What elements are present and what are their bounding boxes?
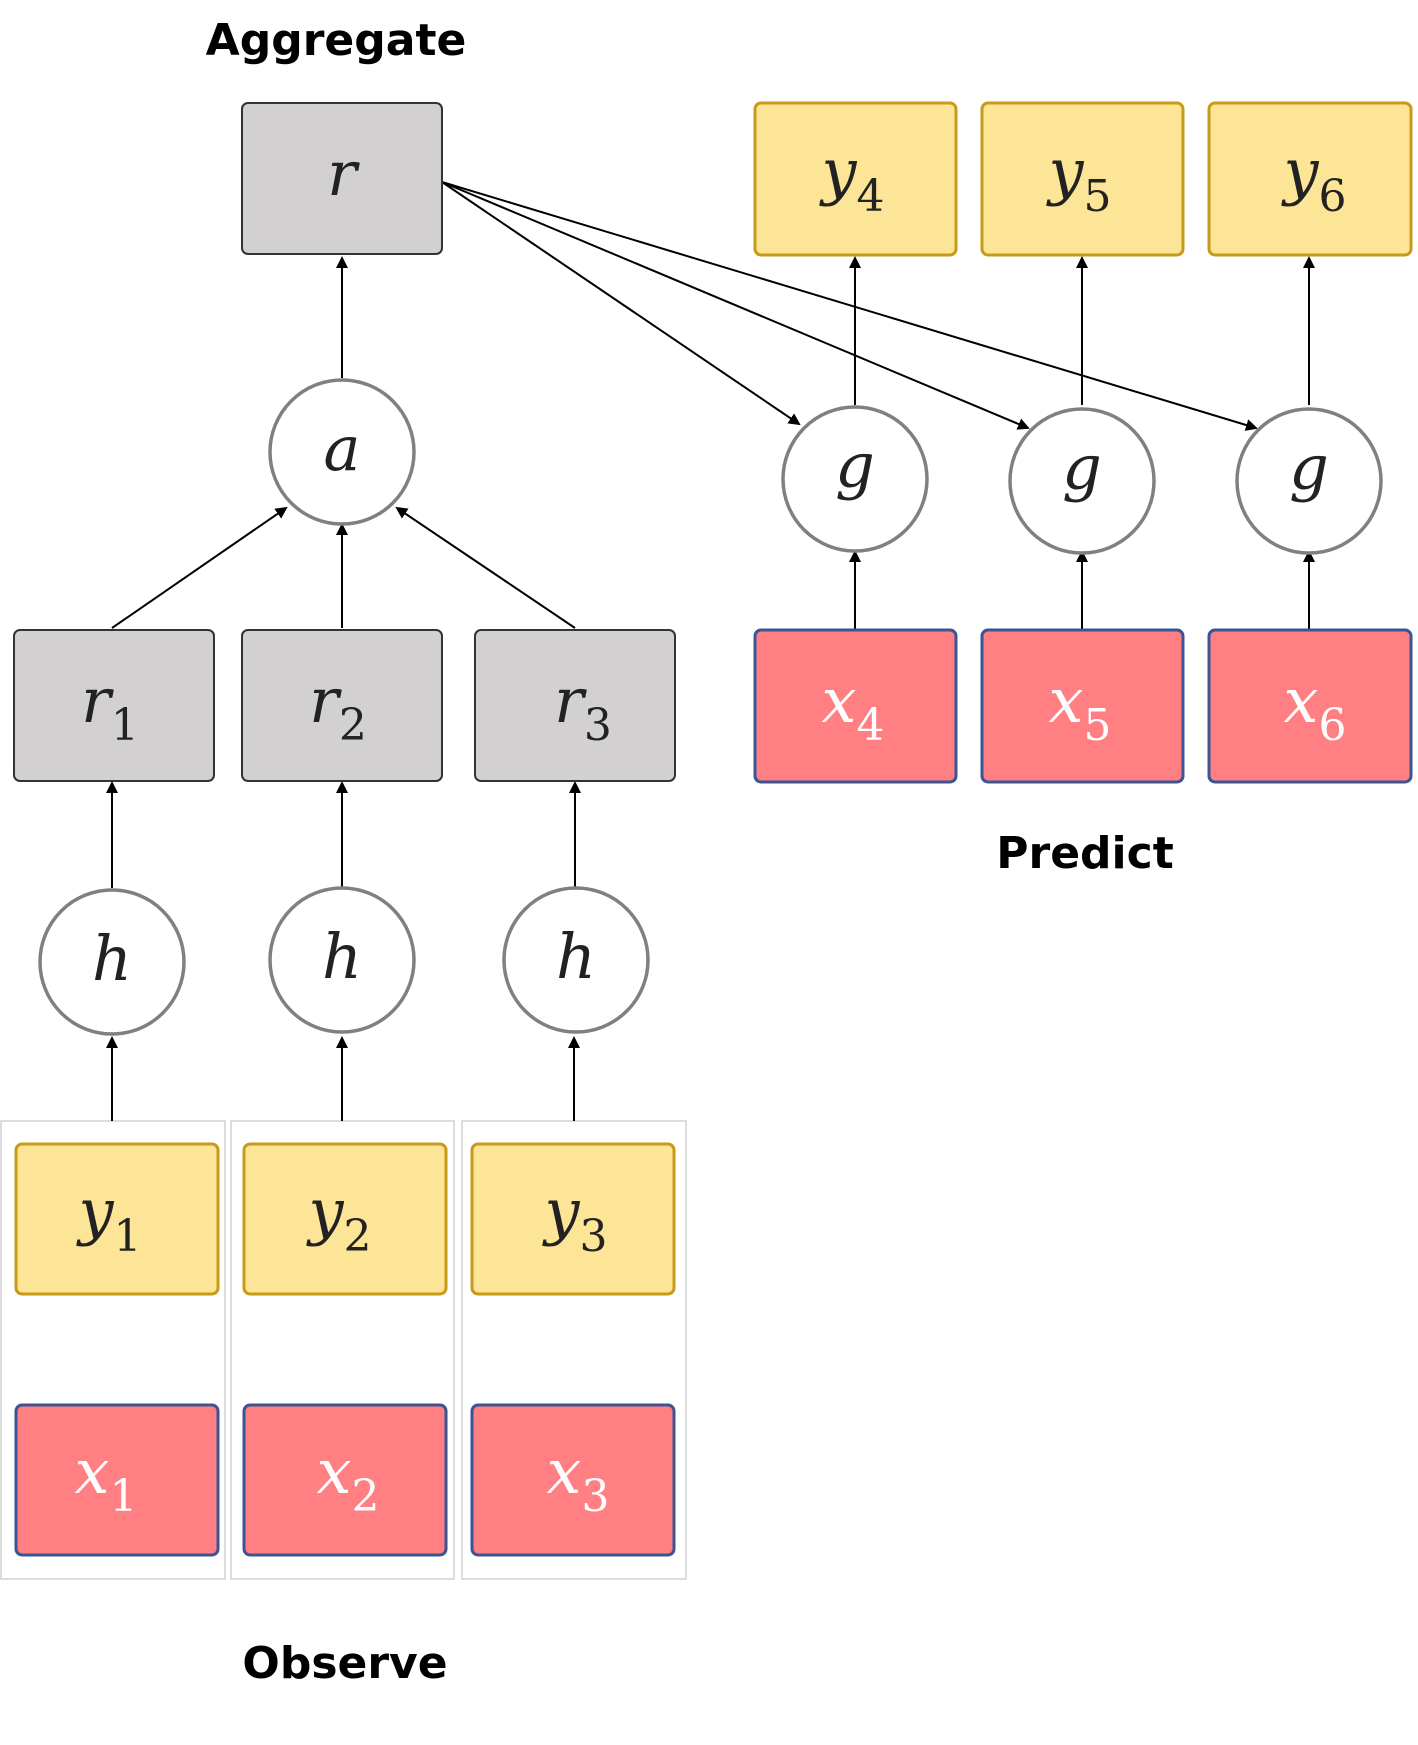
node-y5: y5: [980, 101, 1185, 257]
edges: [106, 181, 1315, 1121]
node-x5-box: [980, 628, 1185, 784]
node-y2-label: y2: [305, 1175, 371, 1262]
node-g4-circle: [781, 405, 929, 553]
node-y6: y6: [1207, 101, 1413, 257]
node-r3: r3: [474, 629, 676, 782]
node-g6-label: g: [1289, 431, 1329, 504]
edge-r-g4: [441, 181, 801, 426]
node-x5: x5: [980, 628, 1185, 784]
node-h2: h: [268, 886, 416, 1034]
node-a-label: a: [324, 412, 361, 485]
node-a: a: [268, 378, 416, 526]
node-h2-circle: [268, 886, 416, 1034]
node-x2-box: [242, 1403, 448, 1557]
node-r-box: [241, 102, 443, 255]
node-y1-label: y1: [75, 1175, 141, 1262]
node-y3-box: [470, 1142, 676, 1296]
node-g6: g: [1235, 407, 1383, 555]
node-y5-box: [980, 101, 1185, 257]
edge-r-g6: [441, 181, 1258, 431]
node-h3-circle: [502, 886, 650, 1034]
node-r2-box: [241, 629, 443, 782]
node-x5-label: x5: [1049, 664, 1112, 751]
node-y3-label: y3: [541, 1175, 607, 1262]
node-y6-label: y6: [1280, 135, 1346, 222]
node-x2: x2: [242, 1403, 448, 1557]
node-r3-box: [474, 629, 676, 782]
node-h1-circle: [38, 888, 186, 1036]
node-r-label: r: [327, 137, 360, 210]
edge-r3-a: [395, 506, 576, 629]
node-x3: x3: [470, 1403, 676, 1557]
node-x2-label: x2: [317, 1435, 380, 1522]
node-r2-label: r2: [309, 664, 367, 751]
node-g5: g: [1008, 407, 1156, 555]
node-g4: g: [781, 405, 929, 553]
node-x3-label: x3: [547, 1435, 610, 1522]
node-x4: x4: [753, 628, 958, 784]
node-r: r: [241, 102, 443, 255]
node-h1-label: h: [92, 922, 132, 995]
node-y4-box: [753, 101, 958, 257]
node-r3-label: r3: [554, 664, 612, 751]
node-y1: y1: [14, 1142, 220, 1296]
node-y5-label: y5: [1045, 135, 1111, 222]
node-x3-box: [470, 1403, 676, 1557]
node-x6-box: [1207, 628, 1413, 784]
node-x1: x1: [14, 1403, 220, 1557]
node-g5-circle: [1008, 407, 1156, 555]
node-x6: x6: [1207, 628, 1413, 784]
predict-label: Predict: [996, 828, 1173, 879]
node-r1: r1: [13, 629, 215, 782]
aggregate-label: Aggregate: [206, 15, 467, 66]
node-r2: r2: [241, 629, 443, 782]
node-x6-label: x6: [1284, 664, 1347, 751]
edge-r1-a: [111, 506, 288, 629]
node-x1-label: x1: [75, 1435, 138, 1522]
node-y4-label: y4: [818, 135, 884, 222]
node-y4: y4: [753, 101, 958, 257]
edge-r-g5: [441, 181, 1030, 430]
node-x4-box: [753, 628, 958, 784]
node-r1-box: [13, 629, 215, 782]
node-g5-label: g: [1062, 431, 1102, 504]
node-y6-box: [1207, 101, 1413, 257]
node-y1-box: [14, 1142, 220, 1296]
observe-label: Observe: [242, 1638, 447, 1689]
node-g6-circle: [1235, 407, 1383, 555]
node-h3-label: h: [556, 920, 596, 993]
node-y2: y2: [242, 1142, 448, 1296]
node-y2-box: [242, 1142, 448, 1296]
node-x4-label: x4: [822, 664, 885, 751]
node-y3: y3: [470, 1142, 676, 1296]
node-x1-box: [14, 1403, 220, 1557]
node-g4-label: g: [835, 429, 875, 502]
node-r1-label: r1: [81, 664, 139, 751]
node-h3: h: [502, 886, 650, 1034]
node-h1: h: [38, 888, 186, 1036]
node-h2-label: h: [322, 920, 362, 993]
node-a-circle: [268, 378, 416, 526]
